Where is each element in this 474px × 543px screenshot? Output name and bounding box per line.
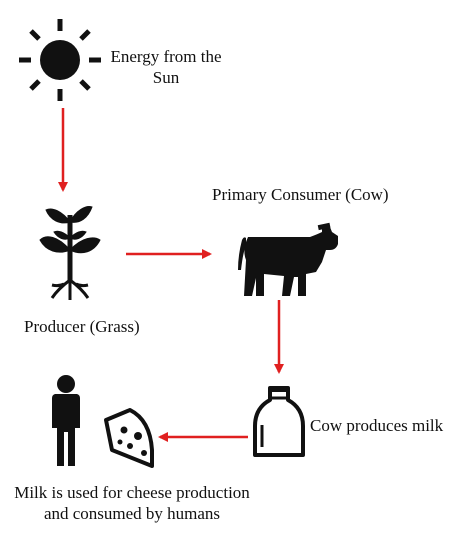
sun-label: Energy from the Sun [100,46,232,88]
sun-icon [19,19,101,101]
plant-icon [39,206,101,300]
humans-label-line2: and consumed by humans [43,504,221,523]
producer-label: Producer (Grass) [24,317,140,336]
sun-label-line2: Sun [152,68,180,87]
milk-bottle-icon [253,386,305,457]
primary-consumer-label: Primary Consumer (Cow) [212,185,389,204]
sun-label-line1: Energy from the [110,47,222,66]
milk-label: Cow produces milk [310,416,444,435]
humans-label-line1: Milk is used for cheese production [14,483,250,502]
humans-label: Milk is used for cheese production and c… [2,482,262,524]
cheese-icon [104,408,154,468]
human-icon [52,375,80,466]
cow-icon [238,222,338,296]
